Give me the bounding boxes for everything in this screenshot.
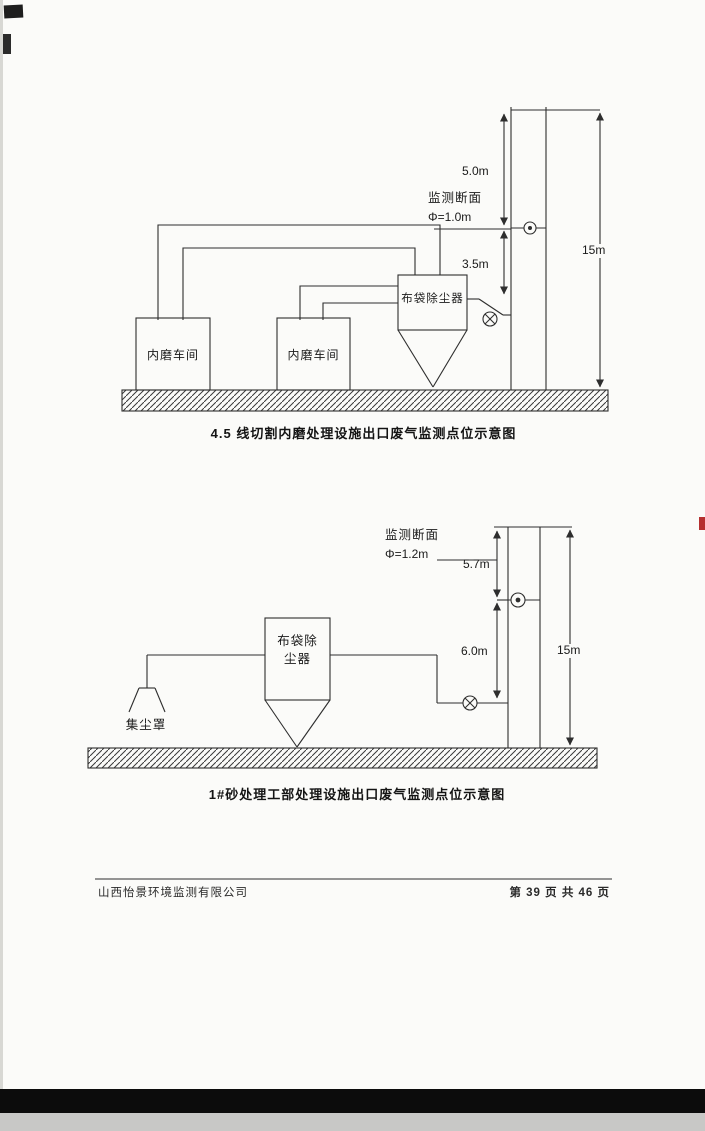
footer-page-number: 第 39 页 共 46 页 (509, 887, 610, 899)
stack-height-label-1: 15m (581, 243, 607, 258)
fan-icon-2 (462, 695, 478, 711)
funnel-1 (397, 329, 468, 388)
dimension-segments-2 (493, 530, 508, 699)
stack-2 (494, 526, 572, 748)
dust-collector-label-1: 布袋除尘器 (401, 293, 464, 305)
outlet-duct-2 (330, 654, 508, 704)
funnel-2 (264, 699, 331, 748)
scan-artifact-red-mark (699, 517, 705, 530)
monitoring-port-icon-1 (523, 221, 537, 235)
dust-collector-label-2-line2: 尘器 (283, 652, 311, 666)
dim-label-6m: 6.0m (461, 644, 488, 658)
stack-1 (510, 107, 600, 390)
dust-hood-icon (128, 687, 166, 713)
diagram1-caption: 4.5 线切割内磨处理设施出口废气监测点位示意图 (210, 426, 517, 441)
dim-label-5-7m: 5.7m (463, 557, 490, 571)
scan-left-margin-strip (0, 0, 3, 1131)
workshop2-label: 内磨车间 (287, 347, 340, 362)
dust-collector-label-2: 布袋除 尘器 (265, 626, 330, 674)
dim-label-5m: 5.0m (462, 164, 489, 178)
workshop1-label: 内磨车间 (146, 347, 199, 362)
section-label-2: 监测断面 (385, 528, 440, 542)
ground-1 (121, 389, 609, 412)
section-diameter-1: Φ=1.0m (428, 210, 472, 224)
scan-bottom-margin (0, 1113, 705, 1131)
footer-company: 山西怡景环境监测有限公司 (98, 887, 248, 899)
scan-artifact-left-edge (0, 34, 11, 54)
outlet-duct-1 (467, 298, 511, 316)
section-label-1: 监测断面 (428, 191, 483, 205)
ground-2 (87, 747, 598, 769)
dim-label-3-5m: 3.5m (462, 257, 489, 271)
dust-hood-label: 集尘罩 (125, 717, 167, 732)
fan-icon-1 (482, 311, 498, 327)
dust-collector-label-2-line1: 布袋除 (277, 633, 318, 648)
stack-height-label-2: 15m (556, 643, 582, 658)
scan-bottom-bar (0, 1089, 705, 1113)
inlet-duct-2 (146, 654, 265, 688)
dust-collector-box-2 (264, 617, 331, 701)
diagram2-caption: 1#砂处理工部处理设施出口废气监测点位示意图 (208, 787, 506, 802)
monitoring-port-icon-2 (510, 592, 526, 608)
section-diameter-2: Φ=1.2m (385, 547, 429, 561)
dust-collector-box-1 (397, 274, 468, 331)
ducts-1 (157, 224, 441, 320)
